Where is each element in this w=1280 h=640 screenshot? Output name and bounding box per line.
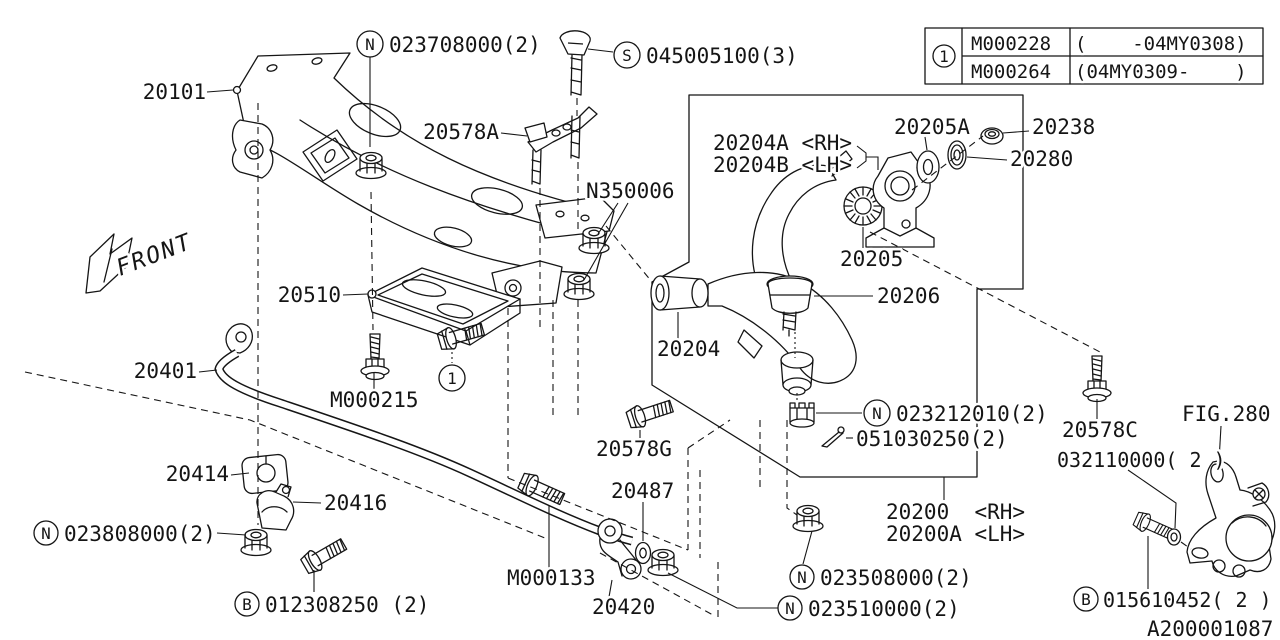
label-20206: 20206 [877,284,940,308]
symbol-s-045005100: S [622,46,632,65]
stab-link-drawing [597,518,642,580]
symbol-n-023212010: N [872,404,882,423]
revision-row1-part: M000228 [971,33,1051,55]
label-20510: 20510 [278,283,341,307]
label-20204: 20204 [657,337,720,361]
nut-20238-drawing [980,127,1004,145]
label-m000133: M000133 [507,566,596,590]
label-20204a-rh: 20204A <RH> [713,131,852,155]
label-20420: 20420 [592,595,655,619]
cotter-pin-drawing [821,426,845,448]
stab-bushing-drawing [241,453,289,495]
label-m000215: M000215 [330,388,419,412]
mount-bracket-20204ab-drawing [865,151,935,248]
washer-20205a-drawing [916,150,940,184]
bolt-20578c-drawing [1082,355,1112,403]
label-20416: 20416 [324,491,387,515]
flange-nut-023808000 [240,528,272,557]
label-045005100: 045005100(3) [646,44,798,68]
knuckle-drawing [1186,460,1276,578]
front-arrow: FRONT [85,226,199,294]
label-015610452: 015610452( 2 ) [1103,588,1272,612]
bolt-m000215-drawing [360,333,390,381]
bolt-20578g-drawing [624,394,676,432]
symbol-n-023808000: N [41,524,51,543]
revision-row2-part: M000264 [971,61,1051,83]
label-012308250: 012308250 (2) [265,593,429,617]
label-20401: 20401 [134,359,197,383]
bracket-20578a-drawing [524,30,598,185]
flange-nut-n350006-lower [563,272,595,301]
washer-20280-drawing [947,140,967,170]
label-20200-rh: 20200 <RH> [886,500,1025,524]
crossmember-drawing [231,52,615,308]
symbol-n-023508000: N [797,568,807,587]
label-20578a: 20578A [423,120,499,144]
label-051030250: 051030250(2) [856,427,1008,451]
label-20578g: 20578G [596,437,672,461]
ref-bubble-1-number: 1 [447,369,457,388]
detail-box-outline [651,94,1024,478]
label-20280: 20280 [1010,147,1073,171]
label-023508000: 023508000(2) [820,566,972,590]
washer-20487-drawing [634,541,652,565]
symbol-b-015610452: B [1081,590,1091,609]
label-n350006: N350006 [586,179,675,203]
flange-nut-link [647,548,679,577]
lock-washer-20205-drawing [843,186,883,226]
washer-032110000-drawing [1166,528,1182,546]
label-20578c: 20578C [1062,418,1138,442]
stab-clamp-drawing [256,483,295,531]
label-023708000: 023708000(2) [389,33,541,57]
label-023808000: 023808000(2) [64,522,216,546]
revision-ref-symbol: 1 [939,47,949,66]
revision-row1-applicability: ( -04MY0308) [1075,33,1247,55]
label-20487: 20487 [611,479,674,503]
revision-row2-applicability: (04MY0309- ) [1075,61,1247,83]
symbol-n-023708000: N [365,35,375,54]
leader-lines [198,48,1222,609]
label-drawing-number: A200001087 [1147,617,1273,640]
label-20205a: 20205A [894,115,970,139]
label-023510000: 023510000(2) [808,597,960,621]
symbol-b-012308250: B [242,595,252,614]
label-032110000: 032110000( 2 ) [1057,448,1226,472]
label-fig280: FIG.280 [1182,402,1271,426]
control-arm-drawing [650,150,857,396]
label-20238: 20238 [1032,115,1095,139]
label-20200a-lh: 20200A <LH> [886,522,1025,546]
front-label: FRONT [113,229,196,282]
bolt-012308250-drawing [298,533,350,577]
label-20414: 20414 [166,462,229,486]
flange-nut-023508000 [792,504,824,533]
label-20101: 20101 [143,80,206,104]
symbol-n-023510000: N [785,599,795,618]
revision-table: 1 M000228 ( -04MY0308) M000264 (04MY0309… [924,27,1264,86]
castle-nut-023212010-drawing [789,402,815,428]
label-023212010: 023212010(2) [896,402,1048,426]
ball-joint-20206-drawing [766,275,814,337]
callout-labels: 20101 N 023708000(2) S 045005100(3) 2057… [33,30,1276,640]
construction-lines [24,98,1192,618]
ref-bubble-1: 1 [438,364,466,392]
label-20205: 20205 [840,247,903,271]
label-20204b-lh: 20204B <LH> [713,153,852,177]
